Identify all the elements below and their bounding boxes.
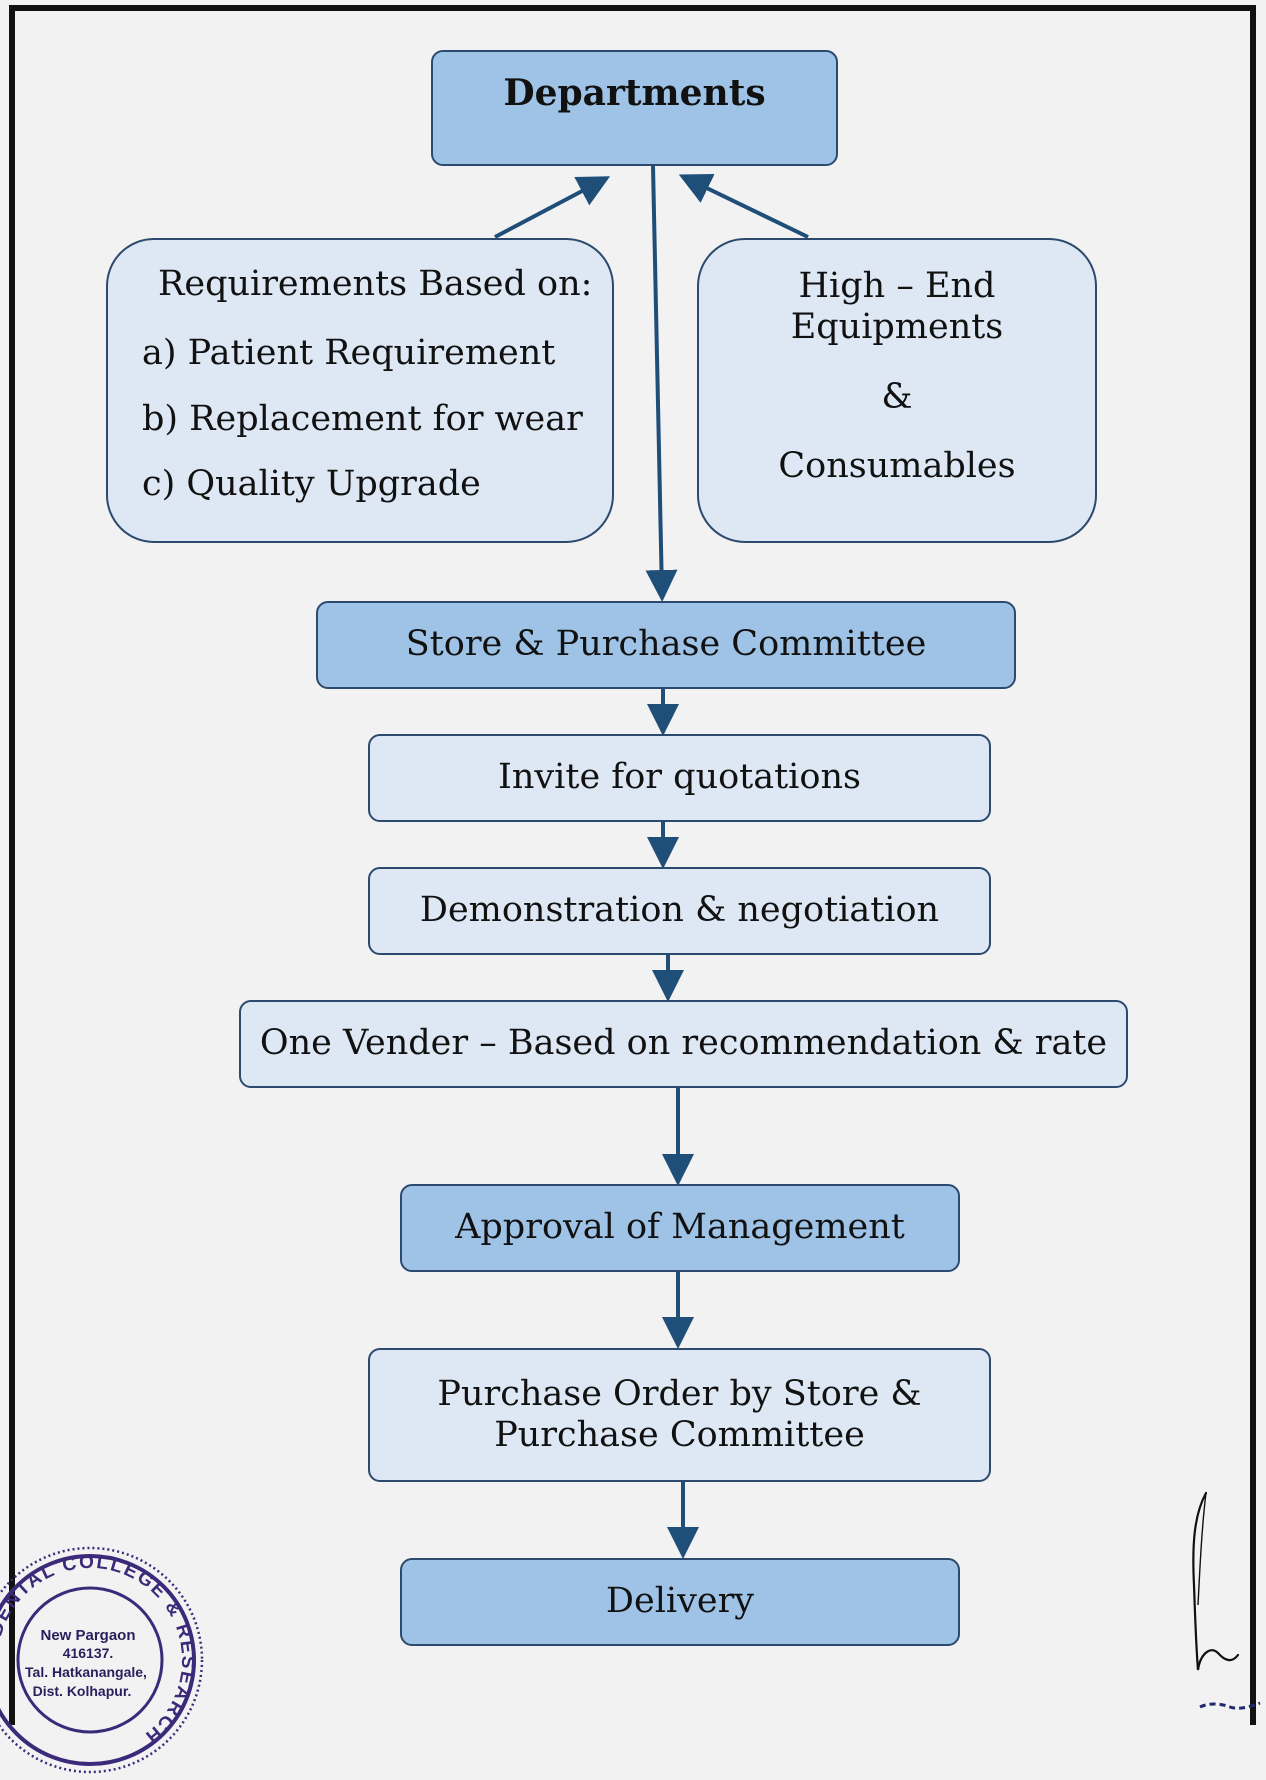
demonstration-negotiation-box: Demonstration & negotiation [368, 867, 991, 955]
delivery-box: Delivery [400, 1558, 960, 1646]
arrow-departments-to-store [645, 165, 678, 602]
purchase-order-box: Purchase Order by Store & Purchase Commi… [368, 1348, 991, 1482]
requirements-title: Requirements Based on: [158, 264, 593, 304]
arrow-requirements-to-departments [494, 176, 611, 239]
high-end-line3: & [881, 376, 913, 417]
arrow-highend-to-departments [678, 174, 809, 239]
purchase-order-line2: Purchase Committee [494, 1415, 865, 1455]
signature-mark [1192, 1491, 1261, 1710]
departments-box: Departments [431, 50, 838, 166]
approval-management-label: Approval of Management [455, 1207, 905, 1248]
requirement-item: c) Quality Upgrade [142, 463, 481, 504]
store-purchase-committee-label: Store & Purchase Committee [405, 624, 927, 665]
requirements-box: Requirements Based on: a) Patient Requir… [106, 238, 614, 543]
seal-line1: New Pargaon [40, 1627, 135, 1644]
departments-label: Departments [503, 72, 766, 114]
demonstration-negotiation-label: Demonstration & negotiation [419, 890, 940, 931]
one-vendor-label: One Vender – Based on recommendation & r… [259, 1023, 1108, 1064]
requirement-item: b) Replacement for wear [142, 398, 583, 439]
store-purchase-committee-box: Store & Purchase Committee [316, 601, 1016, 689]
invite-quotations-label: Invite for quotations [498, 757, 861, 798]
requirement-item: a) Patient Requirement [142, 333, 556, 374]
page-frame [9, 5, 1256, 1725]
high-end-line4: Consumables [778, 445, 1016, 486]
approval-management-box: Approval of Management [400, 1184, 960, 1272]
seal-line3: Tal. Hatkanangale, [25, 1664, 147, 1680]
seal-line2: 416137. [63, 1645, 114, 1661]
one-vendor-box: One Vender – Based on recommendation & r… [239, 1000, 1128, 1088]
college-seal-stamp: DENTAL COLLEGE & RESEARCH New Pargaon 41… [0, 1546, 204, 1774]
purchase-order-line1: Purchase Order by Store & [437, 1373, 922, 1414]
delivery-label: Delivery [605, 1581, 755, 1622]
invite-quotations-box: Invite for quotations [368, 734, 991, 822]
connector-arrows [494, 165, 809, 1559]
high-end-line1: High – End [798, 266, 996, 306]
seal-line4: Dist. Kolhapur. [33, 1683, 132, 1699]
high-end-line2: Equipments [790, 307, 1004, 348]
high-end-equipments-box: High – End Equipments & Consumables [697, 238, 1097, 543]
